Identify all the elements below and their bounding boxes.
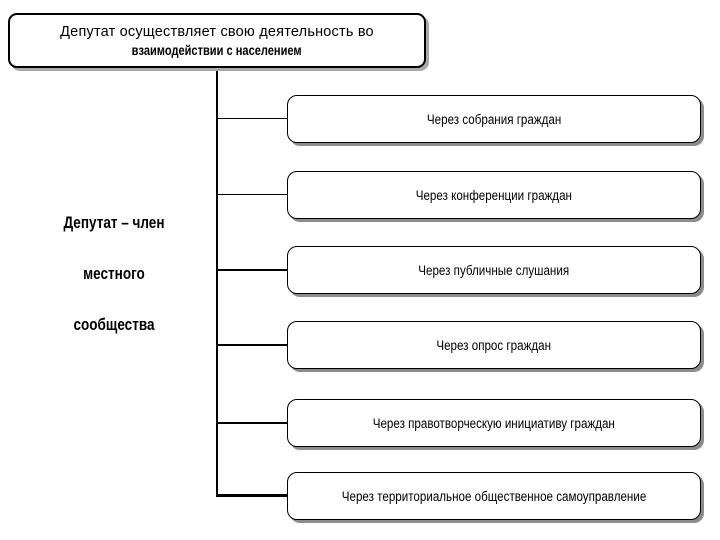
node-label: Через собрания граждан	[426, 111, 562, 127]
side-label: Депутат – член местного сообщества	[28, 198, 200, 351]
node-label: Через правотворческую инициативу граждан	[372, 415, 616, 431]
root-box-line2: взаимодействии с населением	[132, 42, 302, 58]
node-box-slushaniya: Через публичные слушания	[287, 246, 701, 294]
branch-connector-6	[217, 494, 287, 497]
node-label: Через опрос граждан	[436, 337, 552, 353]
node-box-opros: Через опрос граждан	[287, 321, 701, 369]
branch-connector-1	[217, 118, 287, 119]
branch-connector-3	[217, 269, 287, 271]
node-box-iniciativa: Через правотворческую инициативу граждан	[287, 399, 701, 447]
branch-connector-5	[217, 422, 287, 424]
node-label: Через конференции граждан	[415, 187, 573, 203]
branch-connector-2	[217, 194, 287, 195]
branch-connector-4	[217, 344, 287, 346]
side-label-line3: сообщества	[73, 316, 155, 334]
node-box-sobraniya: Через собрания граждан	[287, 95, 701, 143]
node-label: Через публичные слушания	[418, 262, 570, 278]
trunk-connector	[216, 67, 218, 497]
root-box: Депутат осуществляет свою деятельность в…	[8, 13, 426, 68]
node-box-samoupravlenie: Через территориальное общественное самоу…	[287, 472, 701, 520]
node-box-konferencii: Через конференции граждан	[287, 171, 701, 219]
root-box-line1: Депутат осуществляет свою деятельность в…	[60, 23, 374, 40]
side-label-line1: Депутат – член	[63, 214, 165, 232]
side-label-line2: местного	[83, 265, 145, 283]
node-label: Через территориальное общественное самоу…	[341, 488, 647, 504]
